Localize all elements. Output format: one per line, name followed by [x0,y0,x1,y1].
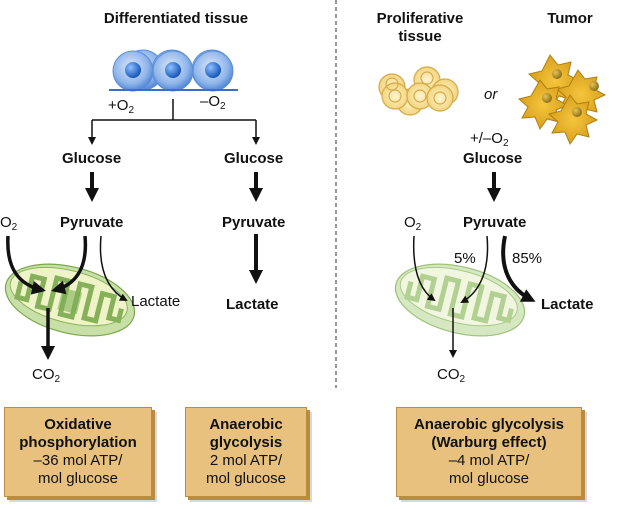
arrow-pyruvate-into-mito-left [51,235,88,295]
glucose-label-right: Glucose [463,150,523,167]
pct-oxidative-label: 5% [454,250,476,267]
mitochondrion-left-icon [4,263,136,337]
or-label: or [484,86,498,103]
lactate-label-aerobic: Lactate [131,293,181,310]
plus-o2-label: +O2 [108,97,134,116]
arrow-pyruvate-into-mito-right [460,235,489,303]
tumor-cells-icon [517,54,607,146]
warburg-effect-box: Anaerobic glycolysis (Warburg effect) –4… [396,407,582,497]
differentiated-cells-icon [109,49,238,92]
glucose-label-anaerobic: Glucose [224,150,284,167]
arrow-o2-into-mito-left [6,235,46,295]
tumor-title: Tumor [547,10,593,27]
o2-label-right: O2 [404,214,422,233]
o2-label-left: O2 [0,214,18,233]
arrow-o2-into-mito-right [412,235,436,302]
arrow-pyruvate-to-lactate-right [501,235,536,302]
co2-label-right: CO2 [437,366,466,385]
anaerobic-glycolysis-box: Anaerobic glycolysis 2 mol ATP/ mol gluc… [185,407,307,497]
proliferative-cells-icon [378,66,459,116]
minus-o2-label: –O2 [200,93,226,112]
pct-lactate-label: 85% [512,250,543,267]
glucose-label-aerobic: Glucose [62,150,122,167]
pyruvate-label-right: Pyruvate [463,214,527,231]
pyruvate-label-aerobic: Pyruvate [60,214,124,231]
co2-label-left: CO2 [32,366,61,385]
arrow-pyruvate-to-lactate-left [99,235,128,301]
differentiated-tissue-title: Differentiated tissue [103,10,249,27]
lactate-label-anaerobic: Lactate [226,296,279,313]
pyruvate-label-anaerobic: Pyruvate [222,214,286,231]
o2-condition-label: +/–O2 [470,130,509,149]
oxidative-phosphorylation-box: Oxidative phosphorylation –36 mol ATP/ m… [4,407,152,497]
lactate-label-right: Lactate [541,296,594,313]
